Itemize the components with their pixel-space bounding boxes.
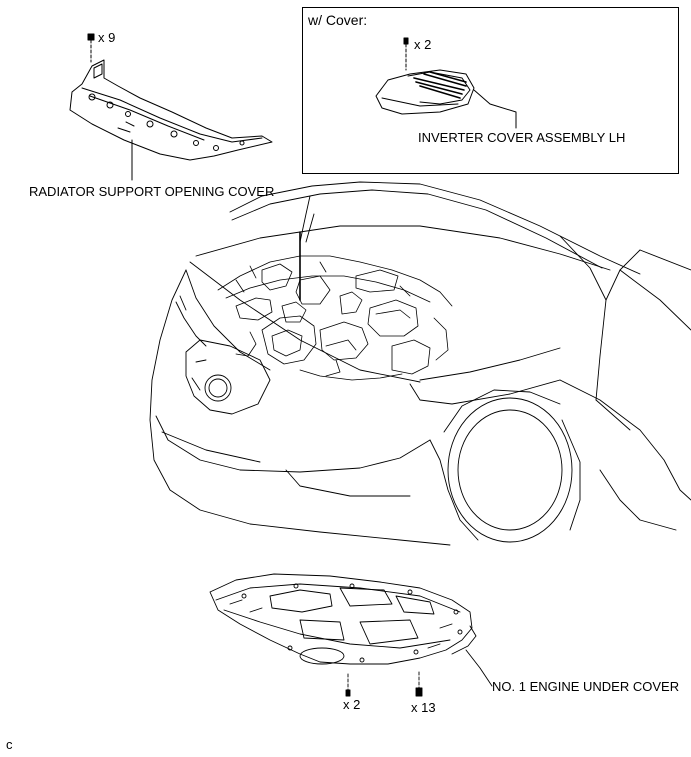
engine-under-cover-qty-a: x 2 [343,697,361,712]
engine-under-cover-label: NO. 1 ENGINE UNDER COVER [492,679,680,694]
inverter-cover-qty: x 2 [414,37,432,52]
radiator-cover-label: RADIATOR SUPPORT OPENING COVER [29,184,275,199]
inset-frame [302,7,679,174]
inset-title: w/ Cover: [308,12,368,28]
radiator-support-cover-part [69,33,273,181]
radiator-cover-qty: x 9 [98,30,116,45]
engine-under-cover-part [209,573,493,697]
inverter-cover-label: INVERTER COVER ASSEMBLY LH [418,130,626,145]
engine-under-cover-qty-b: x 13 [411,700,436,715]
inverter-cover-part [375,37,517,129]
engine-bay [217,231,453,381]
figure-code: c [6,737,13,752]
car-body [149,181,691,546]
